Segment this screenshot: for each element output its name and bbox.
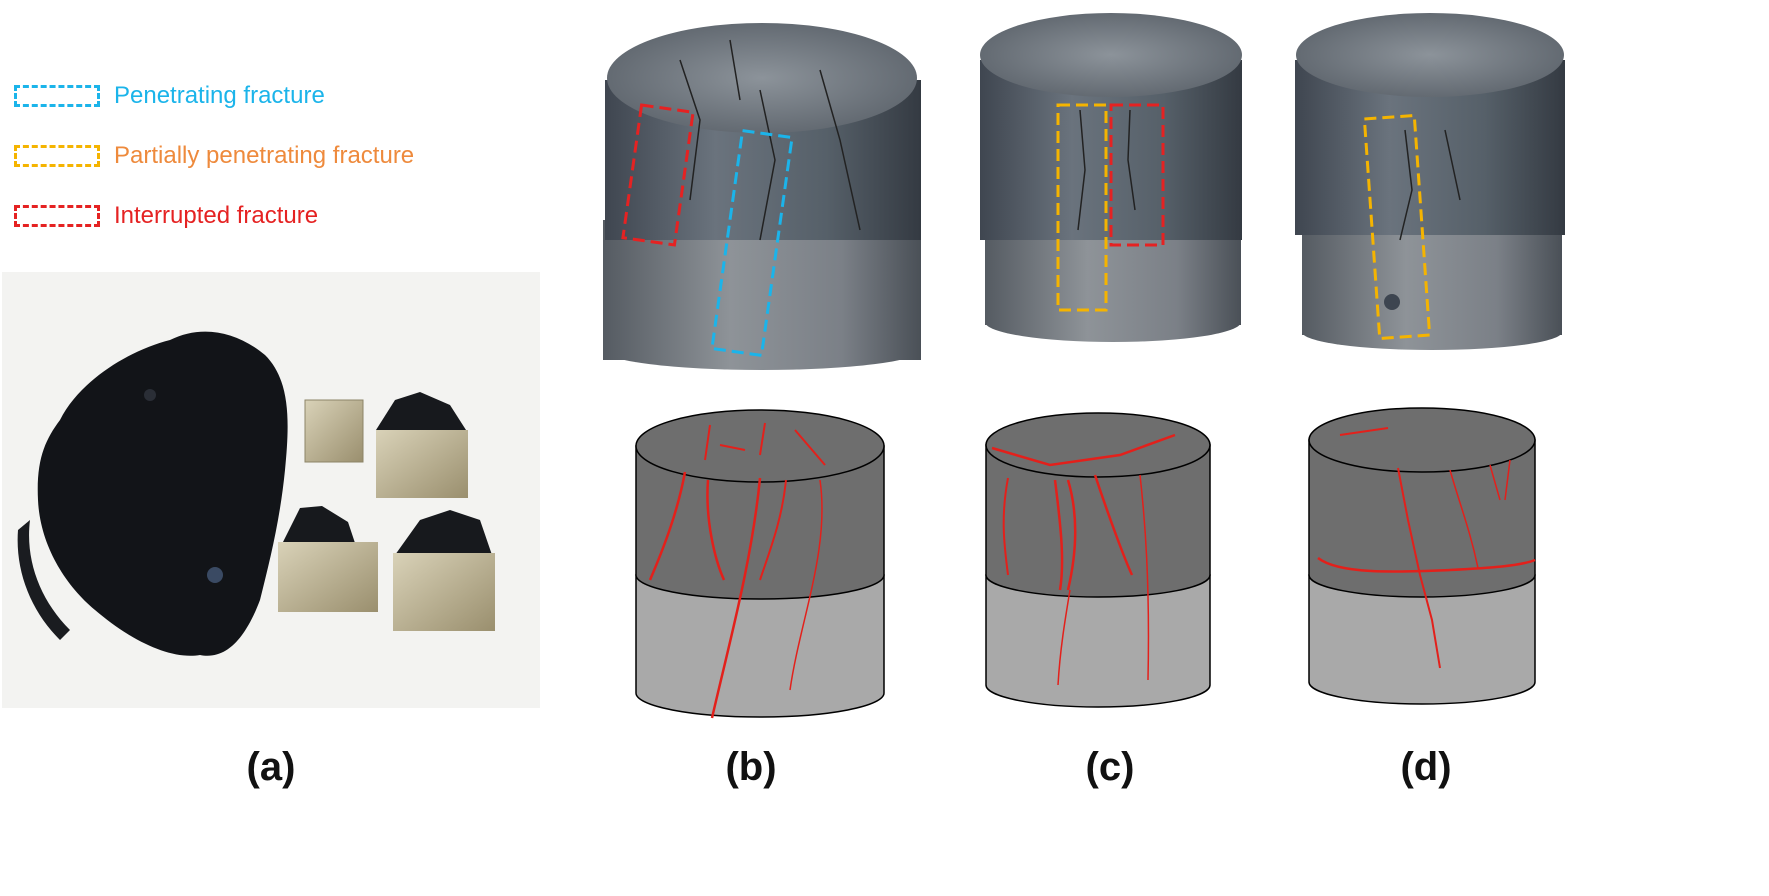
schematic-c-crack [1057, 589, 1071, 686]
legend-penetrating-label: Penetrating fracture [114, 82, 325, 109]
schematic-d-crack [1449, 469, 1479, 569]
schematic-c-crack [1093, 474, 1134, 576]
legend-partial-label: Partially penetrating fracture [114, 142, 415, 169]
photo-d-cracks [1399, 129, 1461, 241]
legend-partial-swatch [14, 145, 100, 167]
legend-interrupted: Interrupted fracture [14, 202, 318, 230]
photo-d [1295, 13, 1565, 350]
photo-d-top-face [1296, 13, 1564, 97]
schematic-b-lower [635, 574, 885, 718]
panel-label-b: (b) [725, 745, 777, 789]
schematic-c-crack [1002, 477, 1009, 576]
schematic-c-top-crack [991, 433, 1176, 467]
photo-c [980, 13, 1242, 342]
schematic-c [985, 412, 1211, 708]
coal-fragments-left [17, 520, 70, 640]
legend-penetrating: Penetrating fracture [14, 82, 325, 110]
schematic-d-crack [1397, 467, 1441, 669]
schematic-b-top-cracks [704, 422, 826, 466]
photo-c-interrupted-box [1109, 103, 1165, 247]
schematic-d-horizontal-crack [1317, 556, 1536, 573]
schematic-b [635, 409, 885, 719]
schematic-d-lower [1308, 574, 1536, 705]
schematic-d [1308, 407, 1536, 705]
schematic-c-upper [985, 444, 1211, 598]
photo-c-top-face [980, 13, 1242, 97]
cube-bottom-left [278, 506, 378, 612]
panel-label-c: (c) [1085, 745, 1135, 789]
photo-b-cracks [679, 39, 861, 241]
photo-c-cracks [1077, 109, 1136, 231]
schematic-c-crack [1139, 474, 1150, 681]
photo-d-partial-box [1362, 113, 1432, 341]
panel-label-a: (a) [246, 745, 296, 789]
schematic-b-upper [635, 445, 885, 600]
schematic-c-lower [985, 574, 1211, 708]
schematic-d-crack [1489, 459, 1511, 501]
legend-interrupted-label: Interrupted fracture [114, 202, 319, 229]
cube-top-left [304, 399, 364, 463]
schematic-c-top [985, 412, 1211, 478]
photo-b [603, 23, 921, 370]
photo-b-interrupted-box [621, 103, 695, 247]
schematic-b-crack [648, 471, 687, 581]
cube-top-right [376, 392, 468, 498]
schematic-b-crack [759, 479, 787, 581]
coal-chip [144, 389, 156, 401]
schematic-d-top-crack [1339, 427, 1389, 436]
photo-b-penetrating-box [710, 128, 794, 358]
legend-interrupted-swatch [14, 205, 100, 227]
schematic-c-crack [1053, 479, 1077, 591]
photo-b-top-face [607, 23, 917, 133]
photo-a [2, 272, 540, 708]
photo-d-spot [1384, 294, 1400, 310]
panel-label-d: (d) [1400, 745, 1452, 789]
schematic-b-top [635, 409, 885, 483]
schematic-d-top [1308, 407, 1536, 473]
photo-c-partial-box [1056, 103, 1108, 312]
cube-bottom-right [393, 510, 495, 631]
legend-partially-penetrating: Partially penetrating fracture [14, 142, 414, 170]
schematic-b-crack [706, 479, 726, 581]
schematic-b-crack [789, 479, 823, 691]
coal-chip [207, 567, 223, 583]
schematic-b-crack [710, 477, 762, 719]
legend-penetrating-swatch [14, 85, 100, 107]
coal-pile [37, 331, 288, 656]
